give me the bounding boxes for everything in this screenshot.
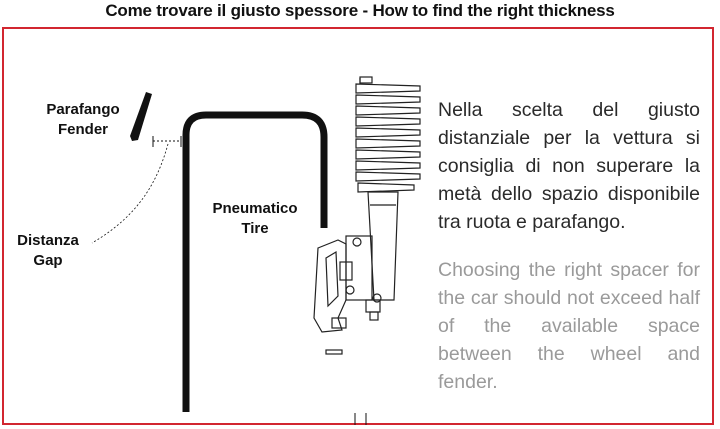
- tire-label: Pneumatico Tire: [196, 199, 314, 239]
- fender-label-en: Fender: [57, 121, 108, 138]
- page-title: Come trovare il giusto spessore - How to…: [105, 1, 615, 20]
- bottom-ticks: [354, 413, 367, 425]
- fender-shape: [130, 92, 152, 141]
- gap-measurement: [152, 136, 182, 147]
- tire-label-it: Pneumatico: [212, 200, 298, 217]
- diagram-frame: [2, 27, 714, 425]
- gap-leader-line: [91, 143, 169, 244]
- tire-label-en: Tire: [241, 220, 269, 237]
- gap-label: Distanza Gap: [2, 231, 94, 271]
- description-italian: Nella scelta del giusto distanziale per …: [438, 99, 700, 233]
- fender-label-it: Parafango: [46, 101, 120, 118]
- description-english: Choosing the right spacer for the car sh…: [438, 259, 700, 393]
- gap-label-it: Distanza: [17, 232, 79, 249]
- tire-outline: [182, 111, 328, 412]
- gap-label-en: Gap: [33, 252, 63, 269]
- fender-label: Parafango Fender: [28, 100, 138, 140]
- suspension-strut: [313, 76, 421, 355]
